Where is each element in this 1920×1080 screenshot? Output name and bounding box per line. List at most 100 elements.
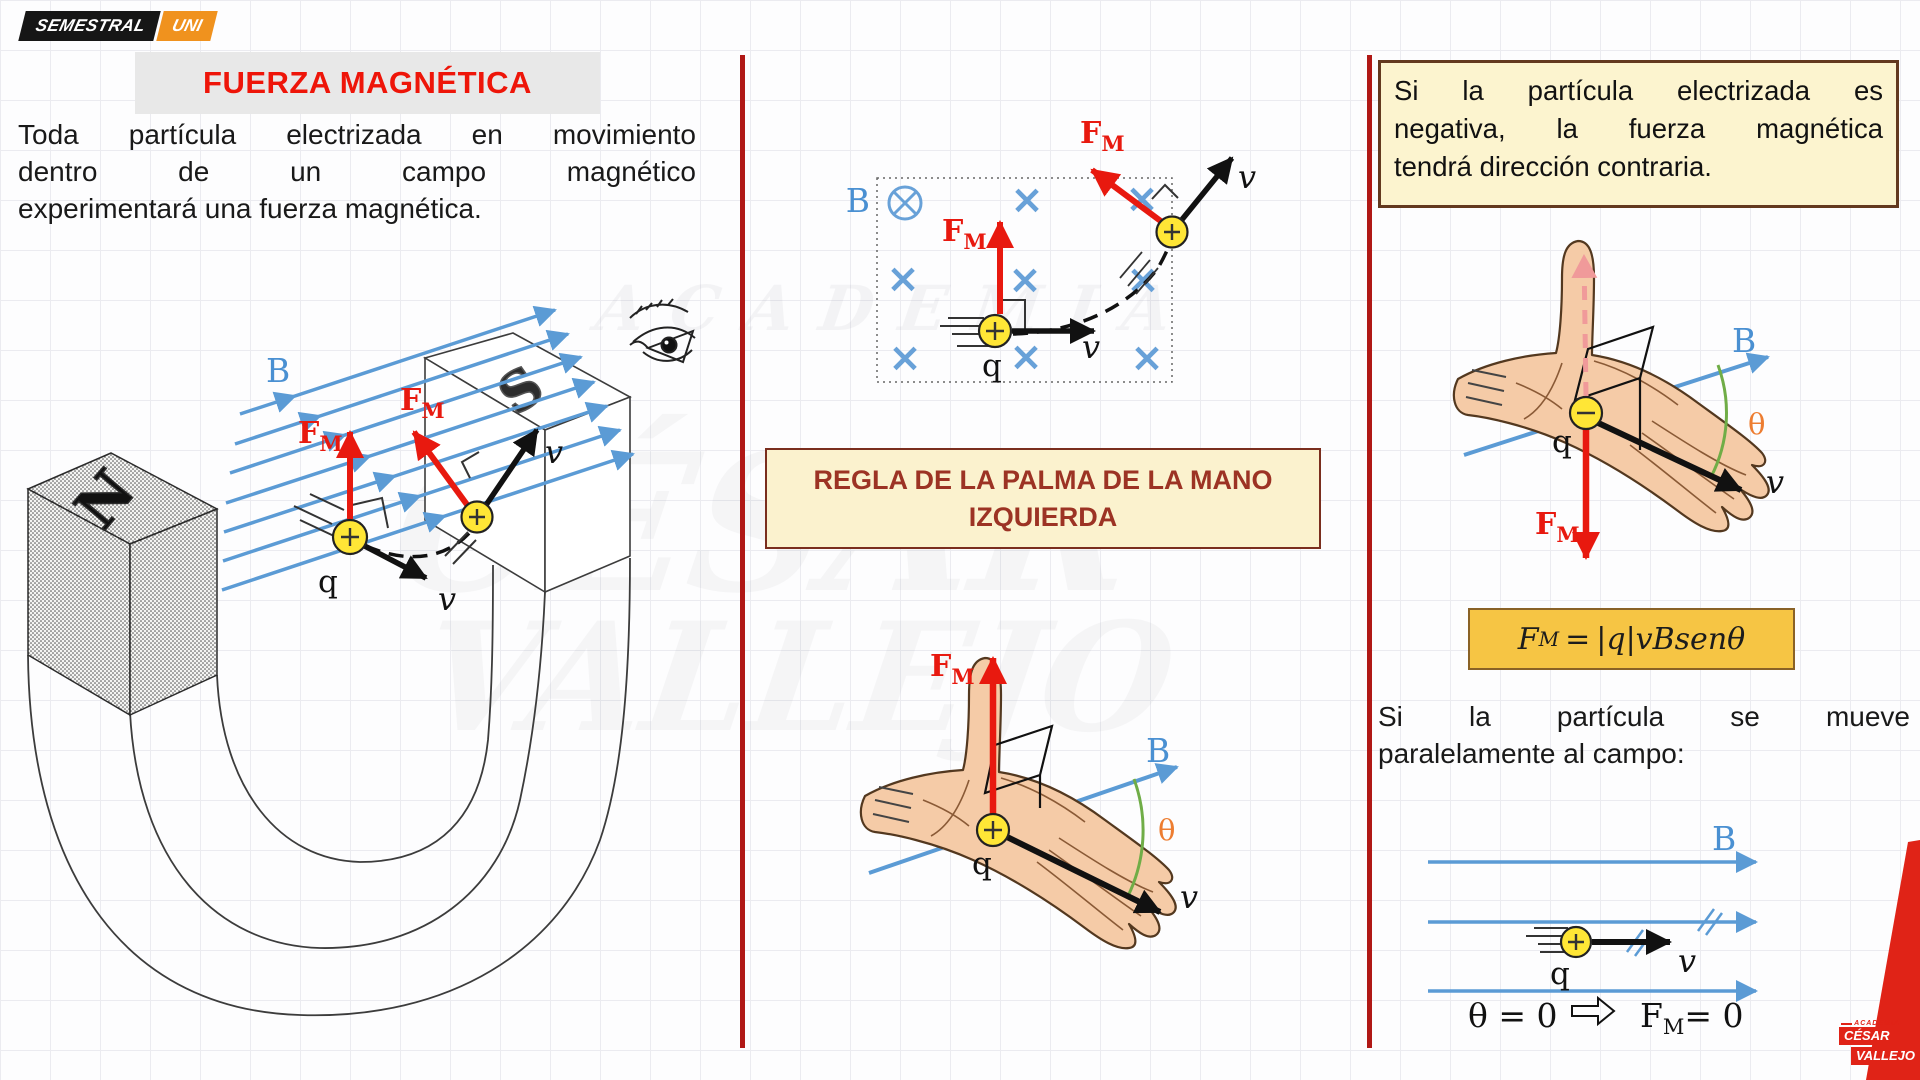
svg-text:FM: FM [930, 649, 975, 689]
field-axis-line [1463, 352, 1770, 457]
north-pole-block: N [26, 452, 219, 717]
parallel-motion-diagram: B q v θ = 0 FM= 0 [1428, 819, 1758, 1039]
svg-text:FM: FM [1535, 507, 1580, 547]
left-palm-rule-box: REGLA DE LA PALMA DE LA MANO IZQUIERDA [765, 448, 1321, 549]
positive-charge-1: FM q v [940, 214, 1100, 384]
field-label: B [266, 351, 290, 390]
svg-text:q: q [1550, 956, 1570, 992]
svg-text:FM: FM [942, 214, 987, 254]
column-divider-2 [1367, 55, 1372, 1048]
field-into-page-icon [887, 185, 923, 221]
magnet-yoke [27, 557, 631, 1017]
north-pole-label: N [62, 457, 148, 541]
perpendicular-marker [1573, 325, 1655, 450]
horseshoe-magnet-diagram: N S B [26, 298, 696, 1017]
positive-charge-1: FM q v [293, 416, 456, 618]
svg-text:FM= 0: FM= 0 [1640, 996, 1744, 1039]
formula-F: F [1517, 621, 1539, 657]
intro-line-1: Toda partícula electrizada en movimiento [18, 119, 696, 150]
svg-text:B: B [1712, 819, 1736, 858]
svg-text:q: q [318, 564, 338, 600]
svg-text:FM: FM [1080, 116, 1125, 156]
parallel-field-lines [1428, 851, 1758, 1002]
formula-bar-left: | [1596, 621, 1607, 657]
intro-line-2: dentro de un campo magnético [18, 156, 696, 187]
svg-text:v: v [1238, 158, 1256, 196]
note-line-3: tendrá dirección contraria. [1394, 151, 1712, 182]
formula-bar-right: | [1625, 621, 1636, 657]
parallel-tick-marks [1625, 908, 1724, 957]
logo-semestral: SEMESTRAL [18, 11, 162, 41]
svg-text:q: q [972, 846, 992, 882]
cesar-vallejo-logo: ACADEMIA CÉSAR VALLEJO [1839, 1020, 1920, 1065]
parallel-motion-paragraph: Si la partícula se mueve paralelamente a… [1378, 698, 1910, 772]
perpendicular-marker [983, 724, 1054, 808]
implies-arrow-icon [1571, 995, 1616, 1027]
trajectory-dashed [365, 528, 474, 559]
south-pole-block: S [423, 332, 632, 594]
svg-text:v: v [545, 433, 563, 471]
velocity-arrow [1592, 418, 1743, 493]
intro-paragraph: Toda partícula electrizada en movimiento… [18, 116, 696, 227]
note-line-1: Si la partícula electrizada es [1394, 75, 1883, 106]
svg-text:B: B [1732, 321, 1756, 360]
svg-text:v: v [1082, 328, 1100, 366]
column-divider-1 [740, 55, 745, 1048]
positive-charge-2: FM v [1080, 116, 1256, 295]
region-dotted-box [876, 177, 1173, 383]
logo-uni: UNI [156, 11, 218, 41]
negative-charge-hand-diagram: FM B v θ q [1452, 239, 1784, 560]
palm-rule-hand-diagram: FM B v θ q [859, 649, 1198, 950]
svg-text:B: B [1146, 731, 1170, 770]
theta-angle-arc [1125, 778, 1145, 899]
formula-equals: = [1565, 621, 1591, 657]
opposite-force-dashed-arrow [1571, 254, 1598, 397]
positive-charge [975, 812, 1011, 848]
brand-academia: ACADEMIA [1854, 1020, 1900, 1027]
svg-text:×: × [1009, 334, 1043, 380]
rule-line-2: IZQUIERDA [968, 501, 1118, 532]
field-axis-line [868, 763, 1179, 875]
field-into-page-diagram: B × × × × × × × × FM q [846, 116, 1256, 384]
velocity-arrow [999, 831, 1162, 915]
svg-text:v: v [438, 580, 456, 618]
svg-text:v: v [1766, 463, 1784, 501]
magnetic-field-lines [221, 305, 635, 592]
formula-q: q [1606, 621, 1626, 657]
field-cross-marks: × × × × × × × × [886, 176, 1164, 381]
note-line-2: negativa, la fuerza magnética [1394, 113, 1883, 144]
page-title: FUERZA MAGNÉTICA [203, 65, 532, 100]
title-bar: FUERZA MAGNÉTICA [135, 52, 600, 114]
field-label: B [846, 181, 870, 220]
svg-text:×: × [1130, 335, 1164, 381]
positive-charge: q v [1526, 925, 1696, 992]
svg-text:v: v [1678, 942, 1696, 980]
positive-charge-2: FM v [400, 383, 563, 565]
svg-text:×: × [886, 256, 920, 302]
negative-particle-note-box: Si la partícula electrizada es negativa,… [1378, 60, 1899, 208]
svg-text:θ: θ [1158, 813, 1175, 847]
rule-line-1: REGLA DE LA PALMA DE LA MANO [813, 464, 1273, 495]
svg-text:VALLEJO: VALLEJO [412, 589, 1185, 766]
svg-text:ACADEMIA: ACADEMIA [587, 272, 1202, 345]
brand-vallejo: VALLEJO [1851, 1047, 1920, 1065]
svg-text:θ: θ [1748, 407, 1765, 441]
svg-text:θ = 0: θ = 0 [1468, 996, 1558, 1035]
eye-sketch [629, 298, 696, 364]
semestral-uni-logo: SEMESTRAL UNI [18, 11, 218, 41]
theta-angle-arc [1709, 364, 1728, 478]
brand-academia-row: ACADEMIA [1839, 1020, 1915, 1027]
svg-text:v: v [1180, 878, 1198, 916]
parallel-line-2: paralelamente al campo: [1378, 738, 1685, 769]
south-pole-label: S [486, 353, 555, 428]
svg-text:q: q [982, 348, 1002, 384]
formula-F-sub: M [1538, 627, 1560, 651]
trajectory-dashed [1012, 235, 1174, 336]
svg-text:×: × [1125, 176, 1159, 222]
svg-text:×: × [1008, 257, 1042, 303]
svg-text:q: q [1552, 424, 1572, 460]
svg-text:×: × [1126, 257, 1160, 303]
brand-cesar: CÉSAR [1839, 1027, 1895, 1045]
